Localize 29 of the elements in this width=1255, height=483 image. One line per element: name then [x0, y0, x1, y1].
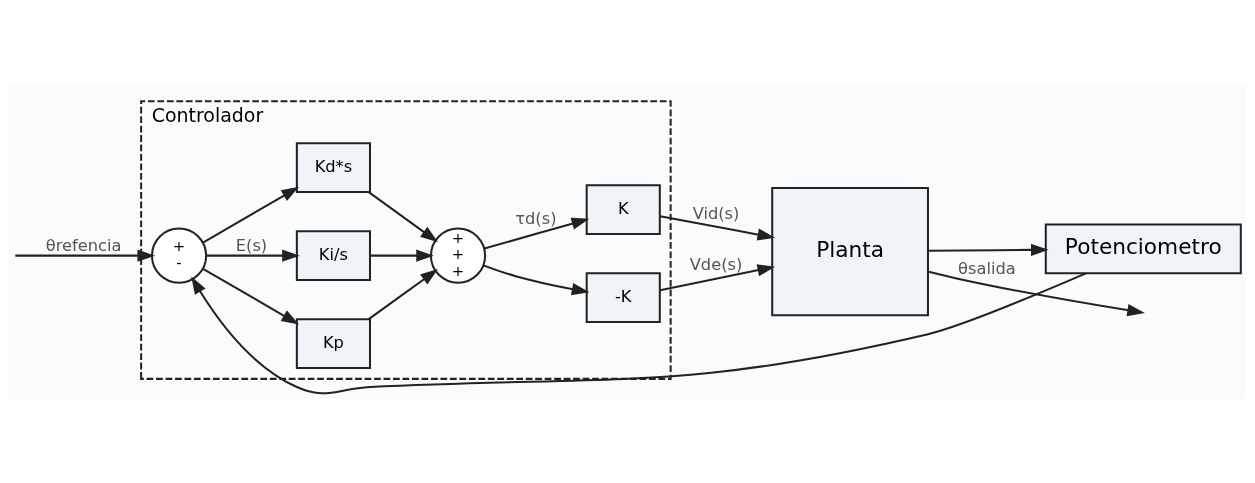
node-box: -K [585, 271, 661, 323]
edge-label: E(s) [235, 235, 268, 255]
arrow [928, 270, 1145, 316]
node-box: K [585, 183, 661, 235]
node-box: Planta [771, 186, 929, 316]
arrow [370, 248, 434, 262]
arrow [202, 267, 300, 324]
arrow [928, 243, 1049, 256]
arrow [659, 214, 776, 241]
node-box: Kp [295, 317, 371, 369]
node-circle: + - [150, 227, 208, 284]
edge-label: θsalida [958, 258, 1016, 278]
arrow [202, 186, 300, 243]
arrow [206, 248, 300, 262]
arrow [368, 268, 438, 320]
arrow [191, 271, 1087, 394]
edge-label: τd(s) [515, 208, 557, 228]
edge-label: Vde(s) [689, 254, 743, 274]
arrow [484, 217, 590, 249]
node-box: Potenciometro [1044, 222, 1242, 274]
node-box: Kd*s [295, 141, 371, 193]
arrow [15, 248, 156, 262]
edge-label: θrefencia [45, 235, 122, 255]
arrow [659, 263, 776, 291]
node-box: Ki/s [295, 229, 371, 281]
arrow [483, 263, 590, 295]
node-circle: + + + [429, 227, 487, 284]
arrow [368, 190, 439, 242]
edge-label: Vid(s) [692, 203, 740, 223]
